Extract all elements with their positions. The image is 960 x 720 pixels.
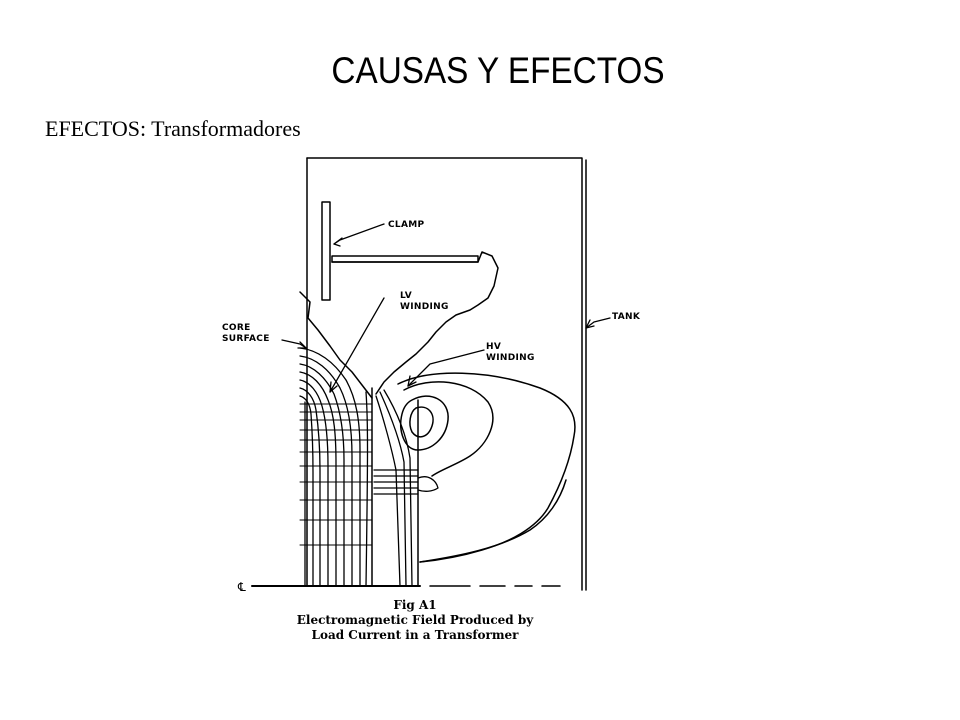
label-leaders xyxy=(281,223,611,393)
clamp xyxy=(321,201,479,301)
hv-flux-lines xyxy=(373,389,439,587)
label-clamp: CLAMP xyxy=(388,220,424,230)
caption-line-1: Electromagnetic Field Produced by xyxy=(297,613,535,627)
hv-winding-block xyxy=(371,387,419,587)
lv-flux-lines xyxy=(299,347,369,587)
label-lv-2: WINDING xyxy=(400,302,449,312)
tank-outline xyxy=(306,157,587,591)
flux-loop-inner xyxy=(400,395,449,451)
flux-boundary-core xyxy=(299,291,373,399)
caption-line-2: Load Current in a Transformer xyxy=(312,628,520,642)
winding-grid xyxy=(299,403,373,546)
slide-title: CAUSAS Y EFECTOS xyxy=(331,50,665,91)
label-centerline: ℄ xyxy=(237,580,246,594)
label-tank: TANK xyxy=(612,312,641,322)
flux-boundary-lower xyxy=(419,479,567,563)
flux-loop-innermost xyxy=(409,406,434,438)
caption-fig-no: Fig A1 xyxy=(393,598,436,612)
label-hv-2: WINDING xyxy=(486,353,535,363)
flux-boundary-upper xyxy=(331,251,499,395)
flux-loop-outer xyxy=(397,372,576,563)
label-core-2: SURFACE xyxy=(222,334,270,344)
label-lv-1: LV xyxy=(400,291,412,301)
label-core-1: CORE xyxy=(222,323,251,333)
label-hv-1: HV xyxy=(486,342,501,352)
flux-loop-mid xyxy=(403,381,494,477)
slide-subtitle: EFECTOS: Transformadores xyxy=(45,116,301,141)
